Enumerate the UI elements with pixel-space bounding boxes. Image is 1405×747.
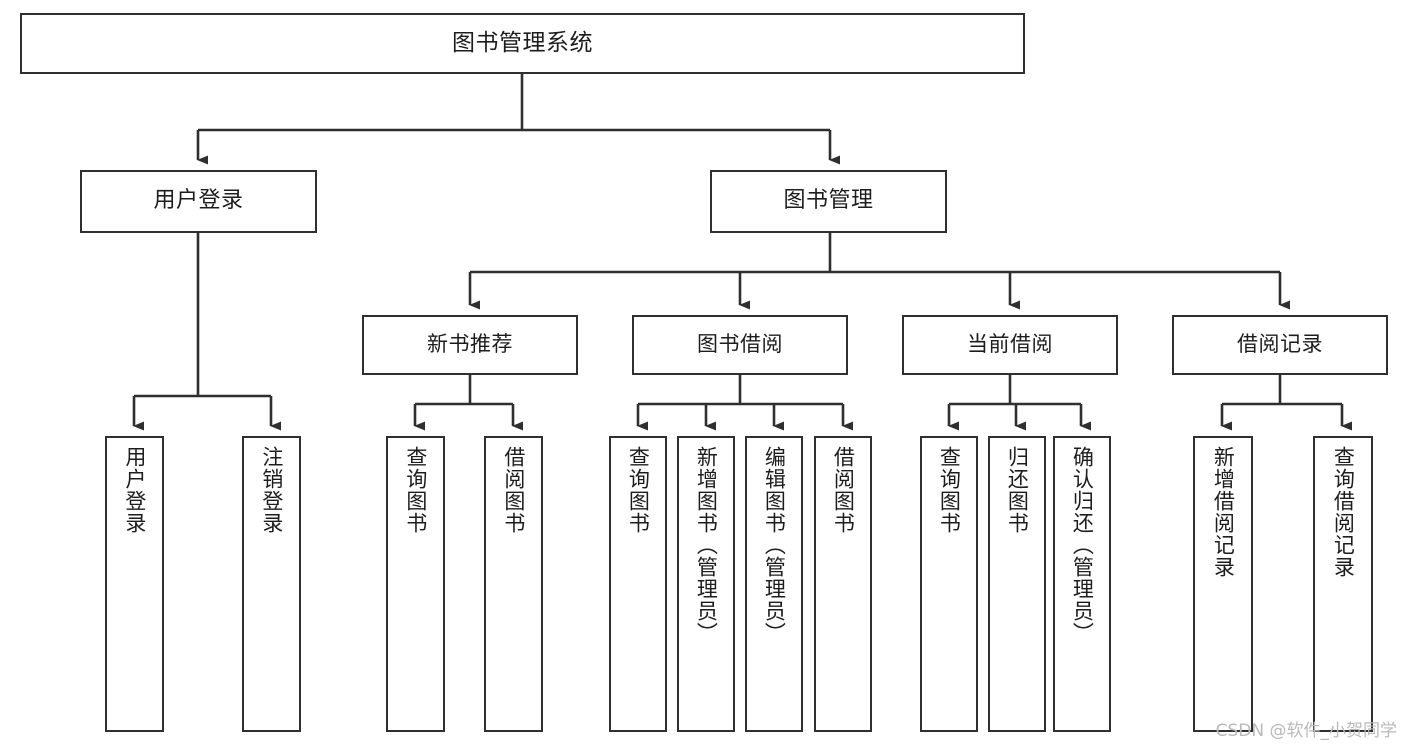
leaf-add-borrow-record[interactable]: 新增借阅记录	[1193, 436, 1253, 732]
leaf-edit-book-admin[interactable]: 编辑图书（管理员）	[745, 436, 803, 732]
leaf-borrow-book[interactable]: 借阅图书	[814, 436, 872, 732]
node-label: 借阅图书	[501, 446, 526, 534]
node-book-borrow[interactable]: 图书借阅	[632, 315, 848, 375]
node-label: 新书推荐	[427, 332, 513, 357]
leaf-query-book-borrow[interactable]: 查询图书	[609, 436, 667, 732]
leaf-borrow-book-recommend[interactable]: 借阅图书	[484, 436, 543, 732]
node-label: 查询图书	[937, 446, 962, 534]
node-label: 查询图书	[626, 446, 651, 534]
leaf-user-login[interactable]: 用户登录	[105, 436, 164, 732]
node-current-borrow[interactable]: 当前借阅	[902, 315, 1118, 375]
node-borrow-record[interactable]: 借阅记录	[1172, 315, 1388, 375]
node-label: 编辑图书（管理员）	[762, 446, 787, 644]
node-label: 图书借阅	[697, 332, 783, 357]
node-label: 新增图书（管理员）	[694, 446, 719, 644]
node-label: 查询借阅记录	[1331, 446, 1356, 578]
leaf-logout[interactable]: 注销登录	[242, 436, 301, 732]
node-label: 注销登录	[259, 446, 284, 534]
leaf-query-book-recommend[interactable]: 查询图书	[386, 436, 445, 732]
node-label: 图书管理	[783, 188, 874, 214]
node-label: 归还图书	[1005, 446, 1030, 534]
node-label: 当前借阅	[967, 332, 1053, 357]
leaf-add-book-admin[interactable]: 新增图书（管理员）	[677, 436, 735, 732]
node-book-management[interactable]: 图书管理	[710, 170, 947, 233]
leaf-return-book[interactable]: 归还图书	[988, 436, 1046, 732]
node-label: 图书管理系统	[452, 30, 593, 57]
node-label: 确认归还（管理员）	[1070, 446, 1095, 644]
node-root-system[interactable]: 图书管理系统	[20, 13, 1025, 74]
node-label: 用户登录	[153, 188, 244, 214]
node-label: 借阅图书	[831, 446, 856, 534]
csdn-watermark: CSDN @软件_小贺同学	[1215, 721, 1397, 741]
leaf-query-borrow-record[interactable]: 查询借阅记录	[1313, 436, 1373, 732]
node-label: 借阅记录	[1237, 332, 1323, 357]
leaf-query-book-current[interactable]: 查询图书	[920, 436, 978, 732]
node-user-login[interactable]: 用户登录	[80, 170, 317, 233]
node-label: 查询图书	[403, 446, 428, 534]
leaf-confirm-return-admin[interactable]: 确认归还（管理员）	[1053, 436, 1111, 732]
node-new-book-recommend[interactable]: 新书推荐	[362, 315, 578, 375]
node-label: 用户登录	[122, 446, 147, 534]
node-label: 新增借阅记录	[1211, 446, 1236, 578]
